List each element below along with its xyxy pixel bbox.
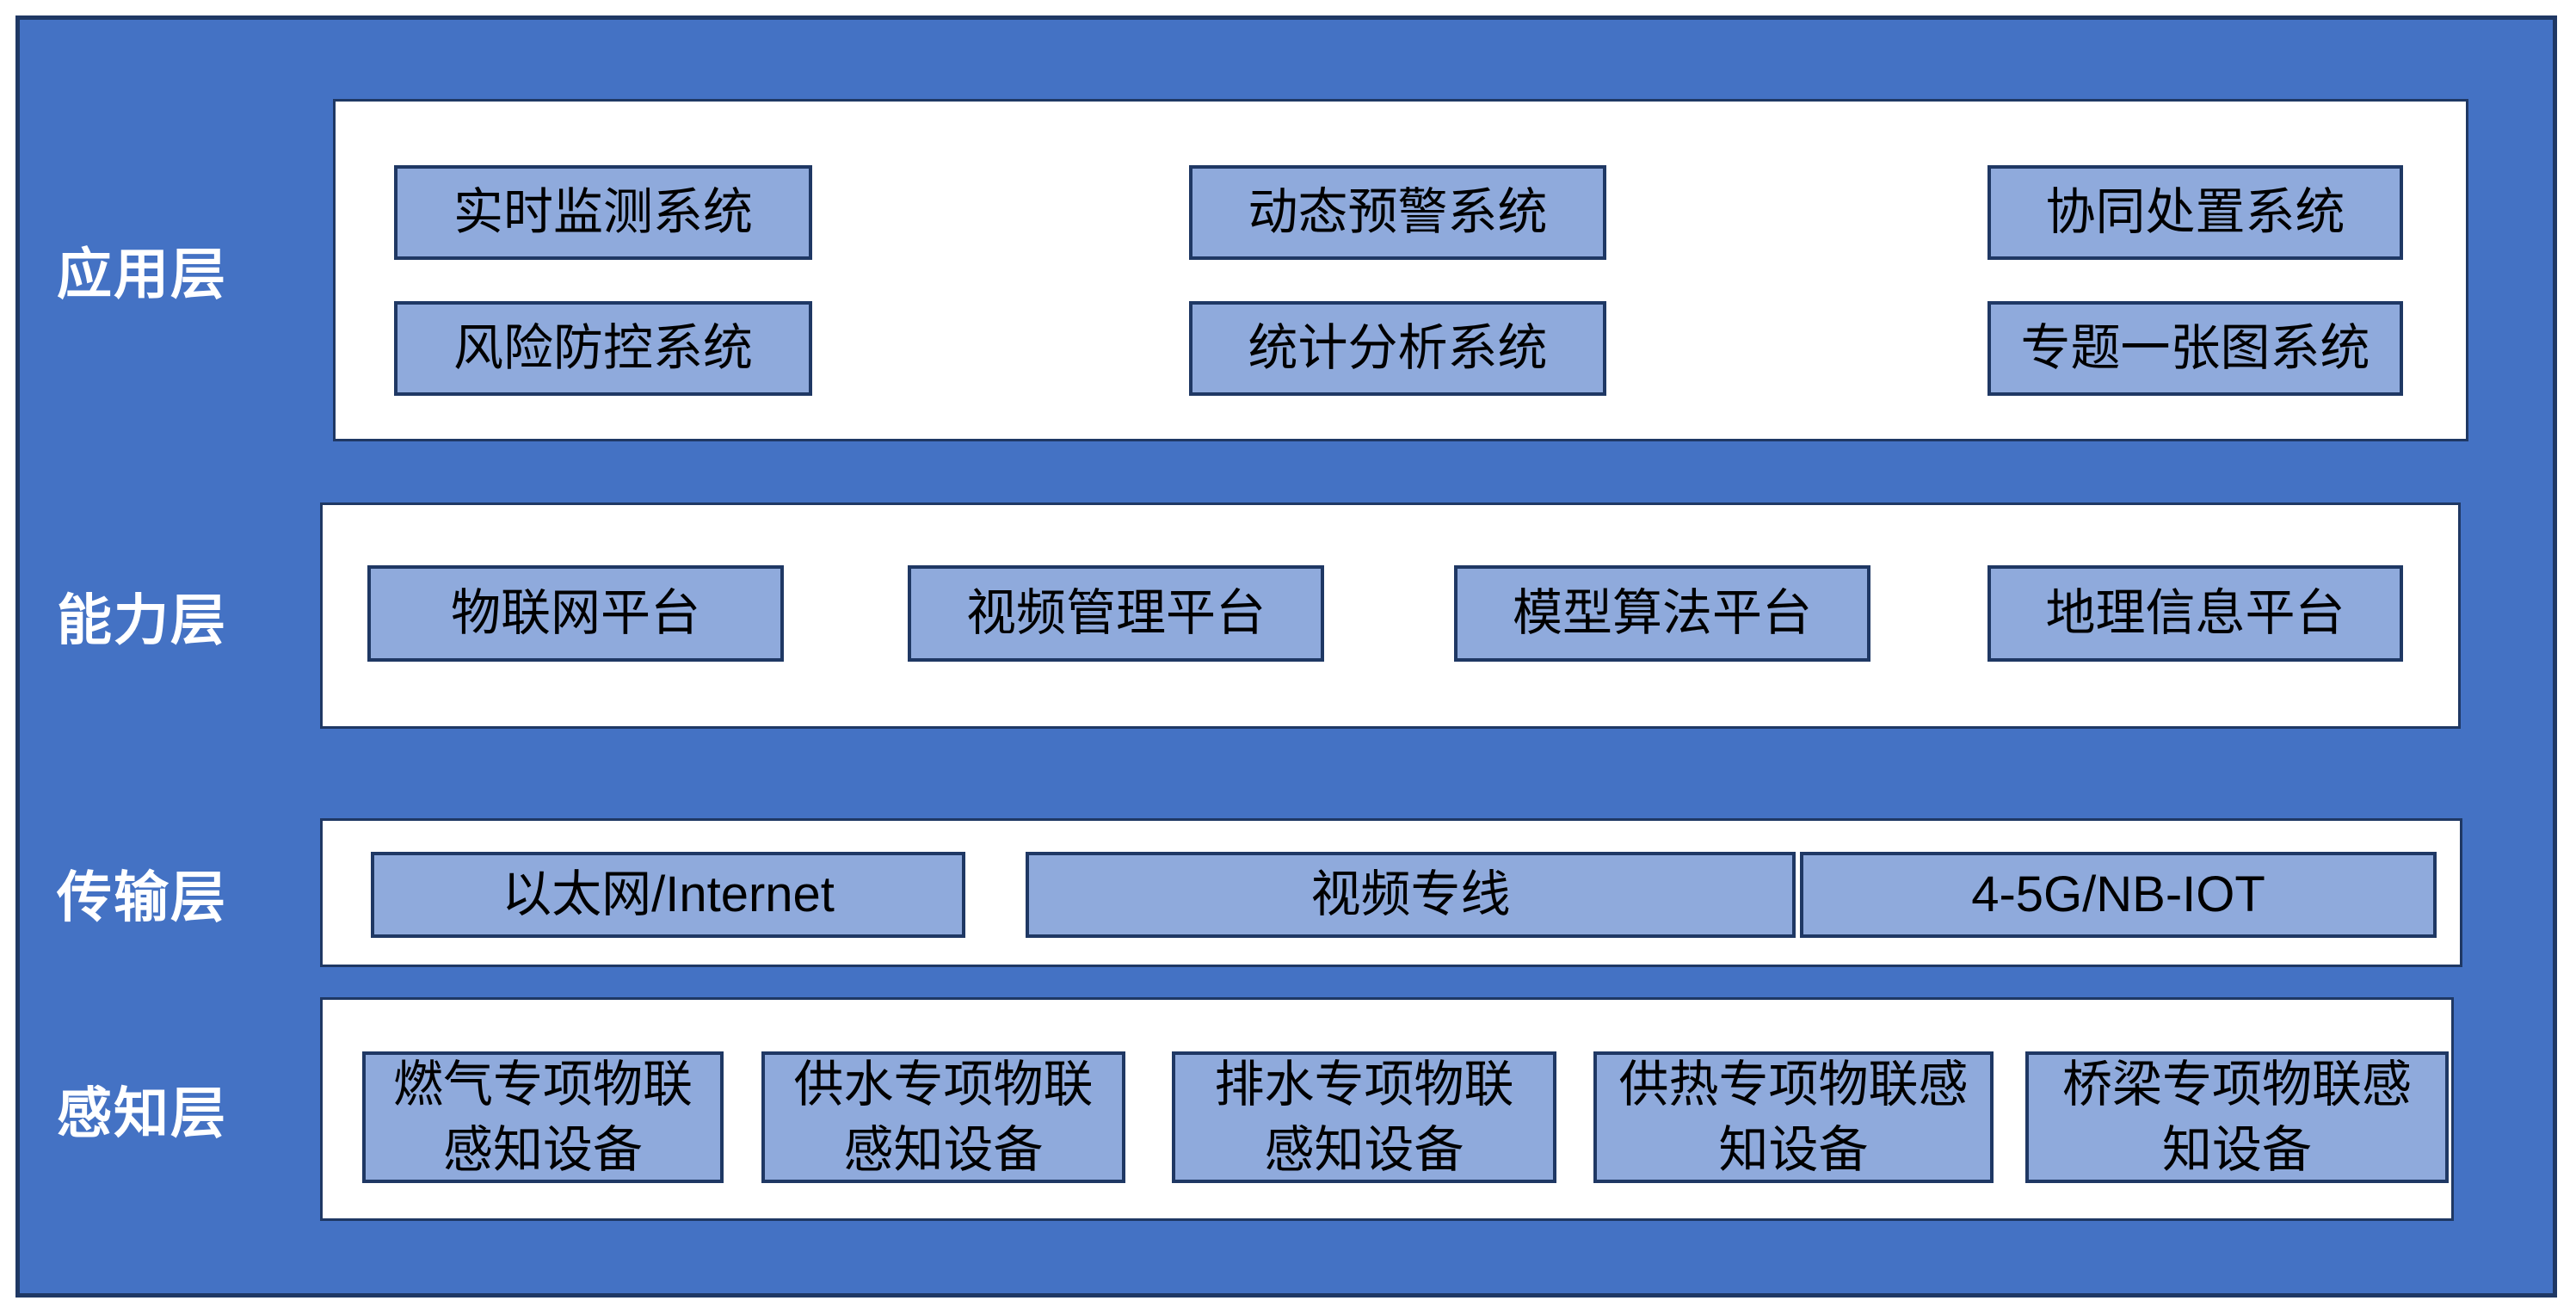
box-label-line2: 感知设备 (843, 1121, 1044, 1178)
box-thematic-one-map-system: 专题一张图系统 (1987, 301, 2403, 396)
box-label-line1: 供热专项物联感 (1618, 1057, 1969, 1113)
box-risk-prevention-system: 风险防控系统 (394, 301, 812, 396)
box-water-supply-iot-sensing-devices: 供水专项物联 感知设备 (761, 1051, 1125, 1183)
box-label: 视频专线 (1310, 866, 1511, 923)
box-label: 协同处置系统 (2045, 184, 2345, 241)
box-drainage-iot-sensing-devices: 排水专项物联 感知设备 (1172, 1051, 1556, 1183)
box-label: 专题一张图系统 (2020, 320, 2370, 377)
box-label-line1: 排水专项物联 (1214, 1057, 1514, 1113)
box-label: 模型算法平台 (1512, 585, 1812, 642)
box-label-line2: 感知设备 (442, 1121, 643, 1178)
box-video-dedicated-line: 视频专线 (1026, 852, 1796, 938)
box-bridge-iot-sensing-devices: 桥梁专项物联感 知设备 (2025, 1051, 2449, 1183)
box-label-line2: 知设备 (2161, 1121, 2312, 1178)
box-realtime-monitoring-system: 实时监测系统 (394, 165, 812, 260)
box-label-line2: 感知设备 (1264, 1121, 1464, 1178)
box-label-line1: 燃气专项物联 (392, 1057, 693, 1113)
box-ethernet-internet: 以太网/Internet (371, 852, 965, 938)
box-heating-iot-sensing-devices: 供热专项物联感 知设备 (1593, 1051, 1994, 1183)
box-label: 实时监测系统 (453, 184, 753, 241)
layer-label-perception: 感知层 (57, 1082, 227, 1144)
box-label: 动态预警系统 (1248, 184, 1548, 241)
layer-label-capability: 能力层 (57, 589, 227, 651)
box-label: 风险防控系统 (453, 320, 753, 377)
box-geographic-info-platform: 地理信息平台 (1987, 565, 2403, 662)
box-gas-iot-sensing-devices: 燃气专项物联 感知设备 (362, 1051, 724, 1183)
layer-label-application: 应用层 (57, 243, 227, 305)
box-video-management-platform: 视频管理平台 (908, 565, 1324, 662)
box-4-5g-nb-iot: 4-5G/NB-IOT (1800, 852, 2437, 938)
box-label: 4-5G/NB-IOT (1971, 866, 2265, 923)
box-model-algorithm-platform: 模型算法平台 (1454, 565, 1870, 662)
box-statistical-analysis-system: 统计分析系统 (1189, 301, 1606, 396)
box-label-line1: 供水专项物联 (793, 1057, 1094, 1113)
box-label: 地理信息平台 (2045, 585, 2345, 642)
box-label: 物联网平台 (450, 585, 700, 642)
box-label: 统计分析系统 (1248, 320, 1548, 377)
box-iot-platform: 物联网平台 (367, 565, 784, 662)
box-label: 以太网/Internet (502, 866, 835, 923)
layer-label-transmission: 传输层 (57, 866, 227, 928)
box-label-line2: 知设备 (1718, 1121, 1869, 1178)
box-label: 视频管理平台 (965, 585, 1266, 642)
box-label-line1: 桥梁专项物联感 (2061, 1057, 2412, 1113)
box-dynamic-warning-system: 动态预警系统 (1189, 165, 1606, 260)
box-collaborative-disposal-system: 协同处置系统 (1987, 165, 2403, 260)
